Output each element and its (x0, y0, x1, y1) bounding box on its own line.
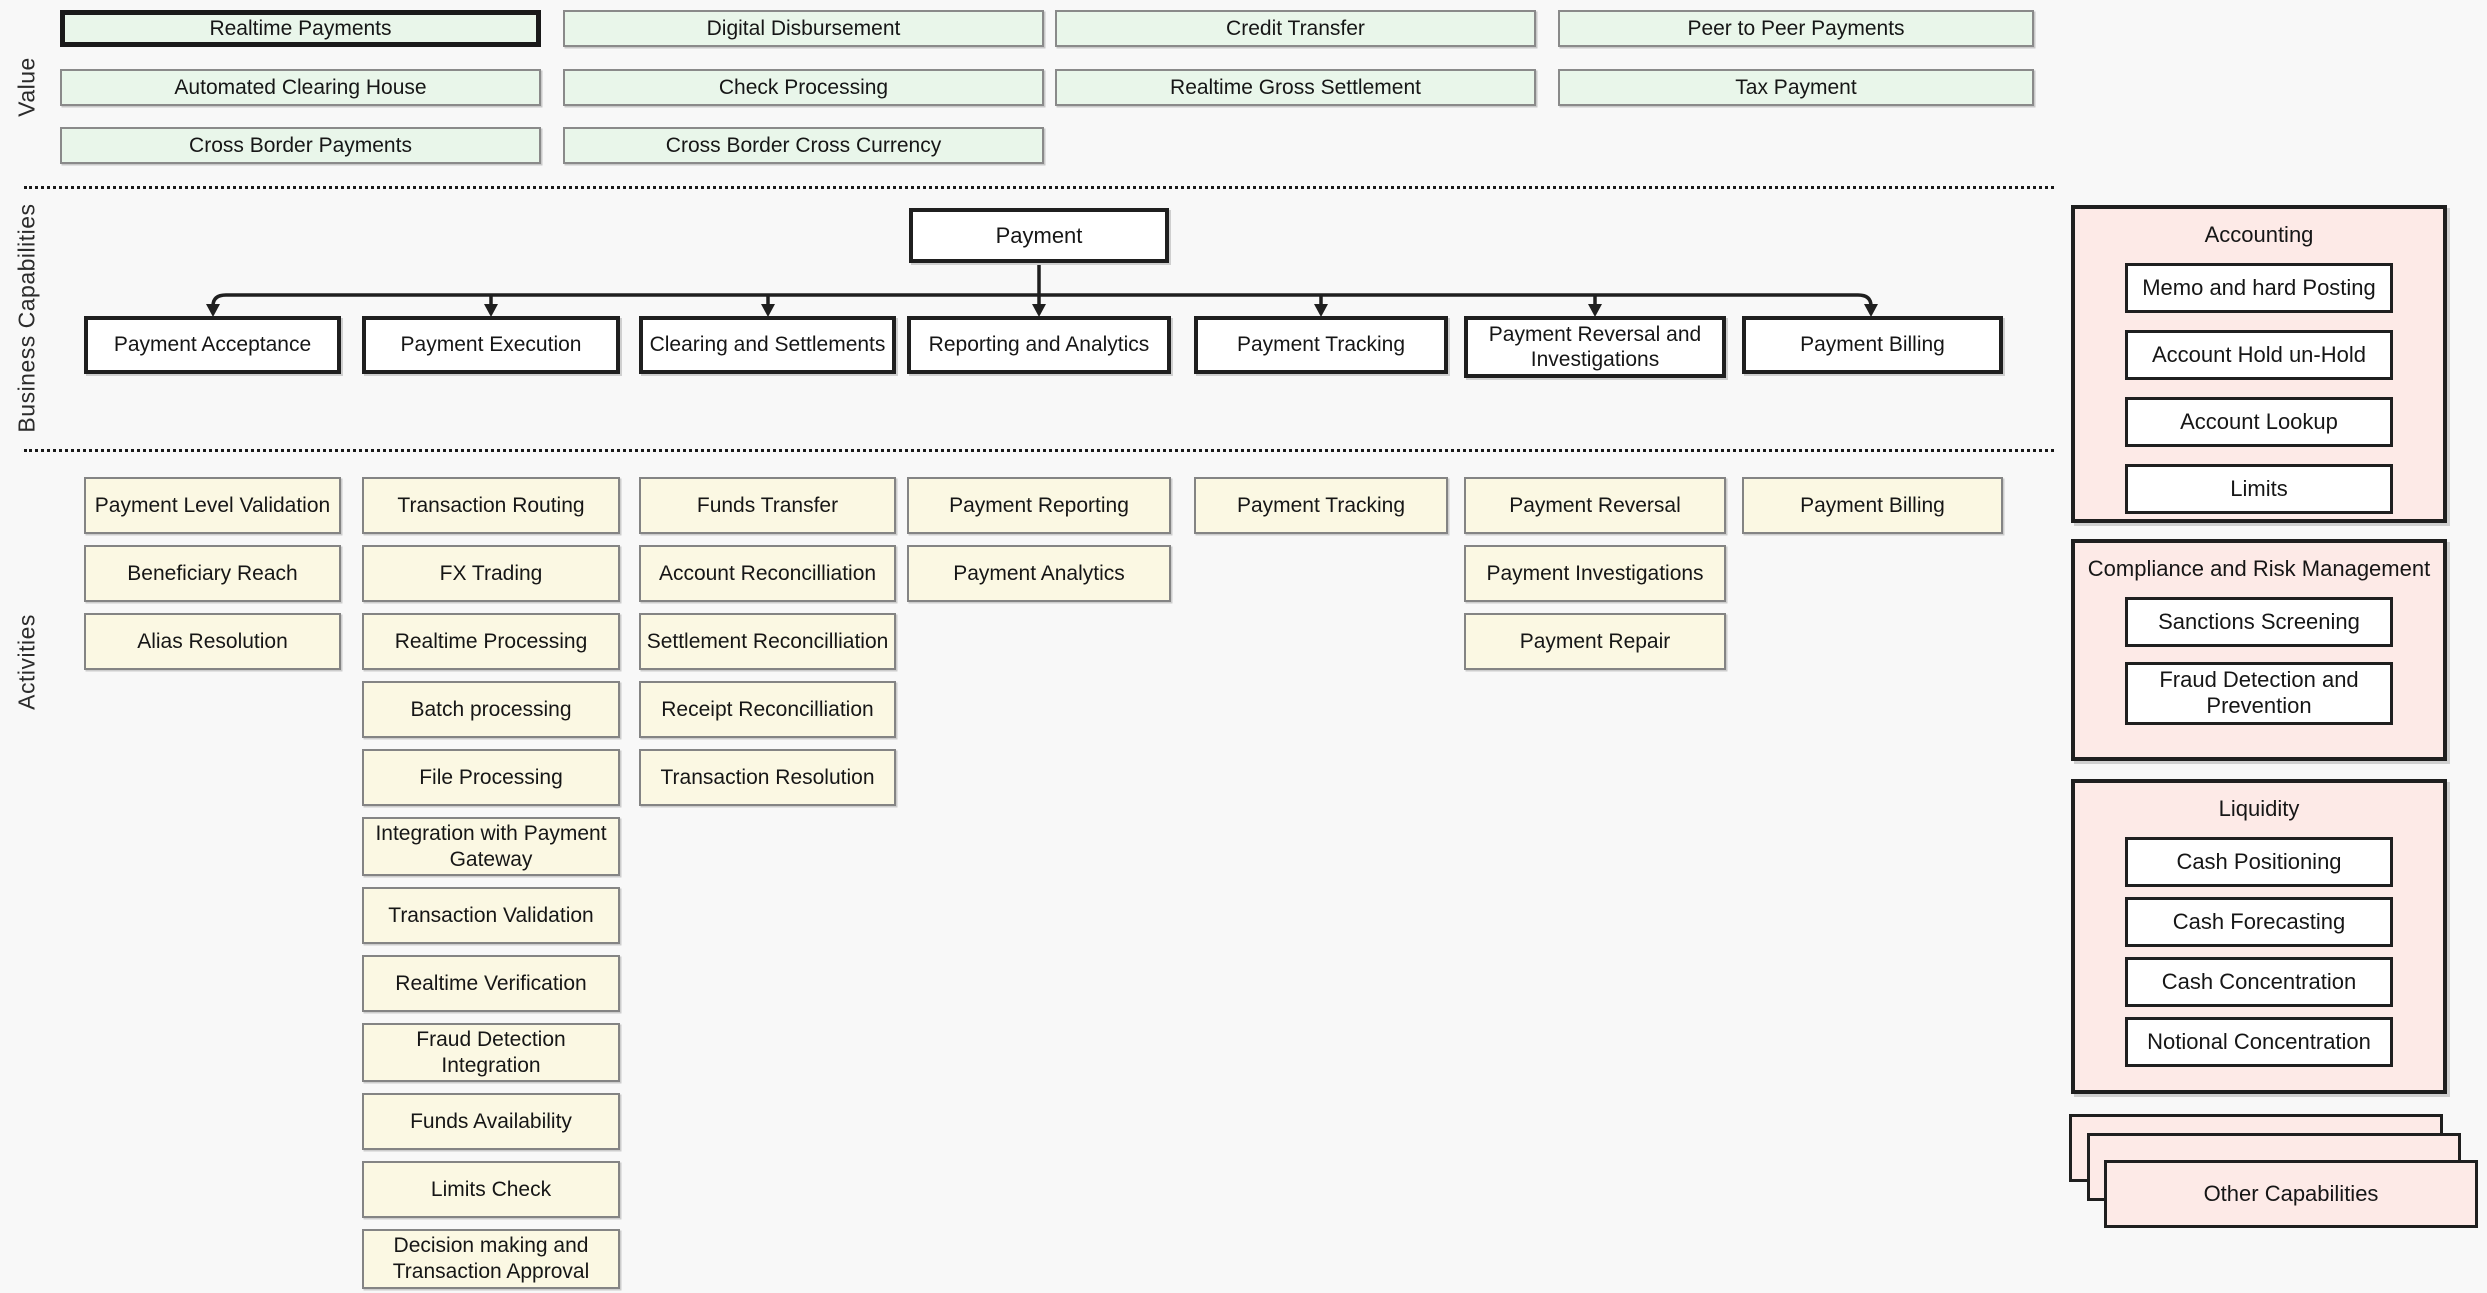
capability-payment-billing[interactable]: Payment Billing (1742, 316, 2003, 374)
value-box-digital-disbursement[interactable]: Digital Disbursement (563, 10, 1044, 47)
panel-item-account-lookup[interactable]: Account Lookup (2125, 397, 2393, 447)
capability-root-payment[interactable]: Payment (909, 208, 1169, 263)
panel-item-sanctions-screening[interactable]: Sanctions Screening (2125, 597, 2393, 647)
activities-column-payment-execution: Transaction Routing FX Trading Realtime … (362, 477, 620, 1289)
panel-item-limits[interactable]: Limits (2125, 464, 2393, 514)
activity-settlement-reconcilliation[interactable]: Settlement Reconcilliation (639, 613, 896, 670)
activities-column-payment-reversal: Payment Reversal Payment Investigations … (1464, 477, 1726, 670)
value-box-cross-border-payments[interactable]: Cross Border Payments (60, 127, 541, 164)
activity-realtime-processing[interactable]: Realtime Processing (362, 613, 620, 670)
panel-accounting-title: Accounting (2204, 222, 2314, 247)
value-box-peer-to-peer-payments[interactable]: Peer to Peer Payments (1558, 10, 2034, 47)
panel-item-notional-concentration[interactable]: Notional Concentration (2125, 1017, 2393, 1067)
activity-batch-processing[interactable]: Batch processing (362, 681, 620, 738)
activities-column-reporting-analytics: Payment Reporting Payment Analytics (907, 477, 1171, 602)
activity-transaction-routing[interactable]: Transaction Routing (362, 477, 620, 534)
panel-item-cash-forecasting[interactable]: Cash Forecasting (2125, 897, 2393, 947)
capability-payment-reversal-investigations[interactable]: Payment Reversal and Investigations (1464, 316, 1726, 379)
separator-value-capabilities (24, 186, 2054, 189)
panel-item-account-hold-un-hold[interactable]: Account Hold un-Hold (2125, 330, 2393, 380)
activity-limits-check[interactable]: Limits Check (362, 1161, 620, 1219)
other-capabilities-card-front[interactable]: Other Capabilities (2104, 1160, 2478, 1228)
activity-alias-resolution[interactable]: Alias Resolution (84, 613, 341, 670)
panel-item-fraud-detection-and-prevention[interactable]: Fraud Detection and Prevention (2125, 662, 2393, 725)
activity-funds-transfer[interactable]: Funds Transfer (639, 477, 896, 534)
activity-decision-making-transaction-approval[interactable]: Decision making and Transaction Approval (362, 1229, 620, 1289)
value-box-realtime-payments[interactable]: Realtime Payments (60, 10, 541, 47)
capability-payment-tracking[interactable]: Payment Tracking (1194, 316, 1448, 374)
capability-reporting-and-analytics[interactable]: Reporting and Analytics (907, 316, 1171, 374)
activity-payment-analytics[interactable]: Payment Analytics (907, 545, 1171, 602)
lane-label-business-capabilities: Business Capabilities (13, 203, 40, 433)
activity-transaction-resolution[interactable]: Transaction Resolution (639, 749, 896, 806)
value-box-check-processing[interactable]: Check Processing (563, 69, 1044, 106)
activity-realtime-verification[interactable]: Realtime Verification (362, 955, 620, 1013)
activity-payment-billing[interactable]: Payment Billing (1742, 477, 2003, 534)
value-box-cross-border-cross-currency[interactable]: Cross Border Cross Currency (563, 127, 1044, 164)
activity-fraud-detection-integration[interactable]: Fraud Detection Integration (362, 1023, 620, 1083)
value-box-credit-transfer[interactable]: Credit Transfer (1055, 10, 1536, 47)
capability-clearing-and-settlements[interactable]: Clearing and Settlements (639, 316, 896, 374)
panel-liquidity-title: Liquidity (2218, 796, 2300, 821)
value-box-realtime-gross-settlement[interactable]: Realtime Gross Settlement (1055, 69, 1536, 106)
panel-item-memo-and-hard-posting[interactable]: Memo and hard Posting (2125, 263, 2393, 313)
activity-payment-investigations[interactable]: Payment Investigations (1464, 545, 1726, 602)
activity-beneficiary-reach[interactable]: Beneficiary Reach (84, 545, 341, 602)
activity-payment-reversal[interactable]: Payment Reversal (1464, 477, 1726, 534)
activity-payment-level-validation[interactable]: Payment Level Validation (84, 477, 341, 534)
separator-capabilities-activities (24, 449, 2054, 452)
activity-payment-tracking[interactable]: Payment Tracking (1194, 477, 1448, 534)
activities-column-payment-billing: Payment Billing (1742, 477, 2003, 534)
panel-accounting: Accounting Memo and hard Posting Account… (2071, 205, 2447, 523)
activity-funds-availability[interactable]: Funds Availability (362, 1093, 620, 1151)
capability-payment-acceptance[interactable]: Payment Acceptance (84, 316, 341, 374)
panel-liquidity-items: Cash Positioning Cash Forecasting Cash C… (2125, 837, 2393, 1067)
activity-payment-reporting[interactable]: Payment Reporting (907, 477, 1171, 534)
activity-integration-payment-gateway[interactable]: Integration with Payment Gateway (362, 817, 620, 877)
activity-account-reconcilliation[interactable]: Account Reconcilliation (639, 545, 896, 602)
lane-label-activities: Activities (13, 614, 40, 710)
activity-payment-repair[interactable]: Payment Repair (1464, 613, 1726, 670)
activity-fx-trading[interactable]: FX Trading (362, 545, 620, 602)
activities-column-payment-tracking: Payment Tracking (1194, 477, 1448, 534)
value-box-automated-clearing-house[interactable]: Automated Clearing House (60, 69, 541, 106)
value-box-tax-payment[interactable]: Tax Payment (1558, 69, 2034, 106)
activity-transaction-validation[interactable]: Transaction Validation (362, 887, 620, 945)
panel-compliance-items: Sanctions Screening Fraud Detection and … (2125, 597, 2393, 725)
panel-item-cash-concentration[interactable]: Cash Concentration (2125, 957, 2393, 1007)
lane-label-value: Value (13, 57, 40, 117)
capability-payment-execution[interactable]: Payment Execution (362, 316, 620, 374)
activities-column-clearing-settlements: Funds Transfer Account Reconcilliation S… (639, 477, 896, 806)
panel-accounting-items: Memo and hard Posting Account Hold un-Ho… (2125, 263, 2393, 514)
activity-receipt-reconcilliation[interactable]: Receipt Reconcilliation (639, 681, 896, 738)
panel-compliance-risk-management: Compliance and Risk Management Sanctions… (2071, 539, 2447, 761)
panel-item-cash-positioning[interactable]: Cash Positioning (2125, 837, 2393, 887)
activity-file-processing[interactable]: File Processing (362, 749, 620, 806)
panel-liquidity: Liquidity Cash Positioning Cash Forecast… (2071, 779, 2447, 1094)
activities-column-payment-acceptance: Payment Level Validation Beneficiary Rea… (84, 477, 341, 670)
panel-compliance-title: Compliance and Risk Management (2087, 556, 2431, 581)
